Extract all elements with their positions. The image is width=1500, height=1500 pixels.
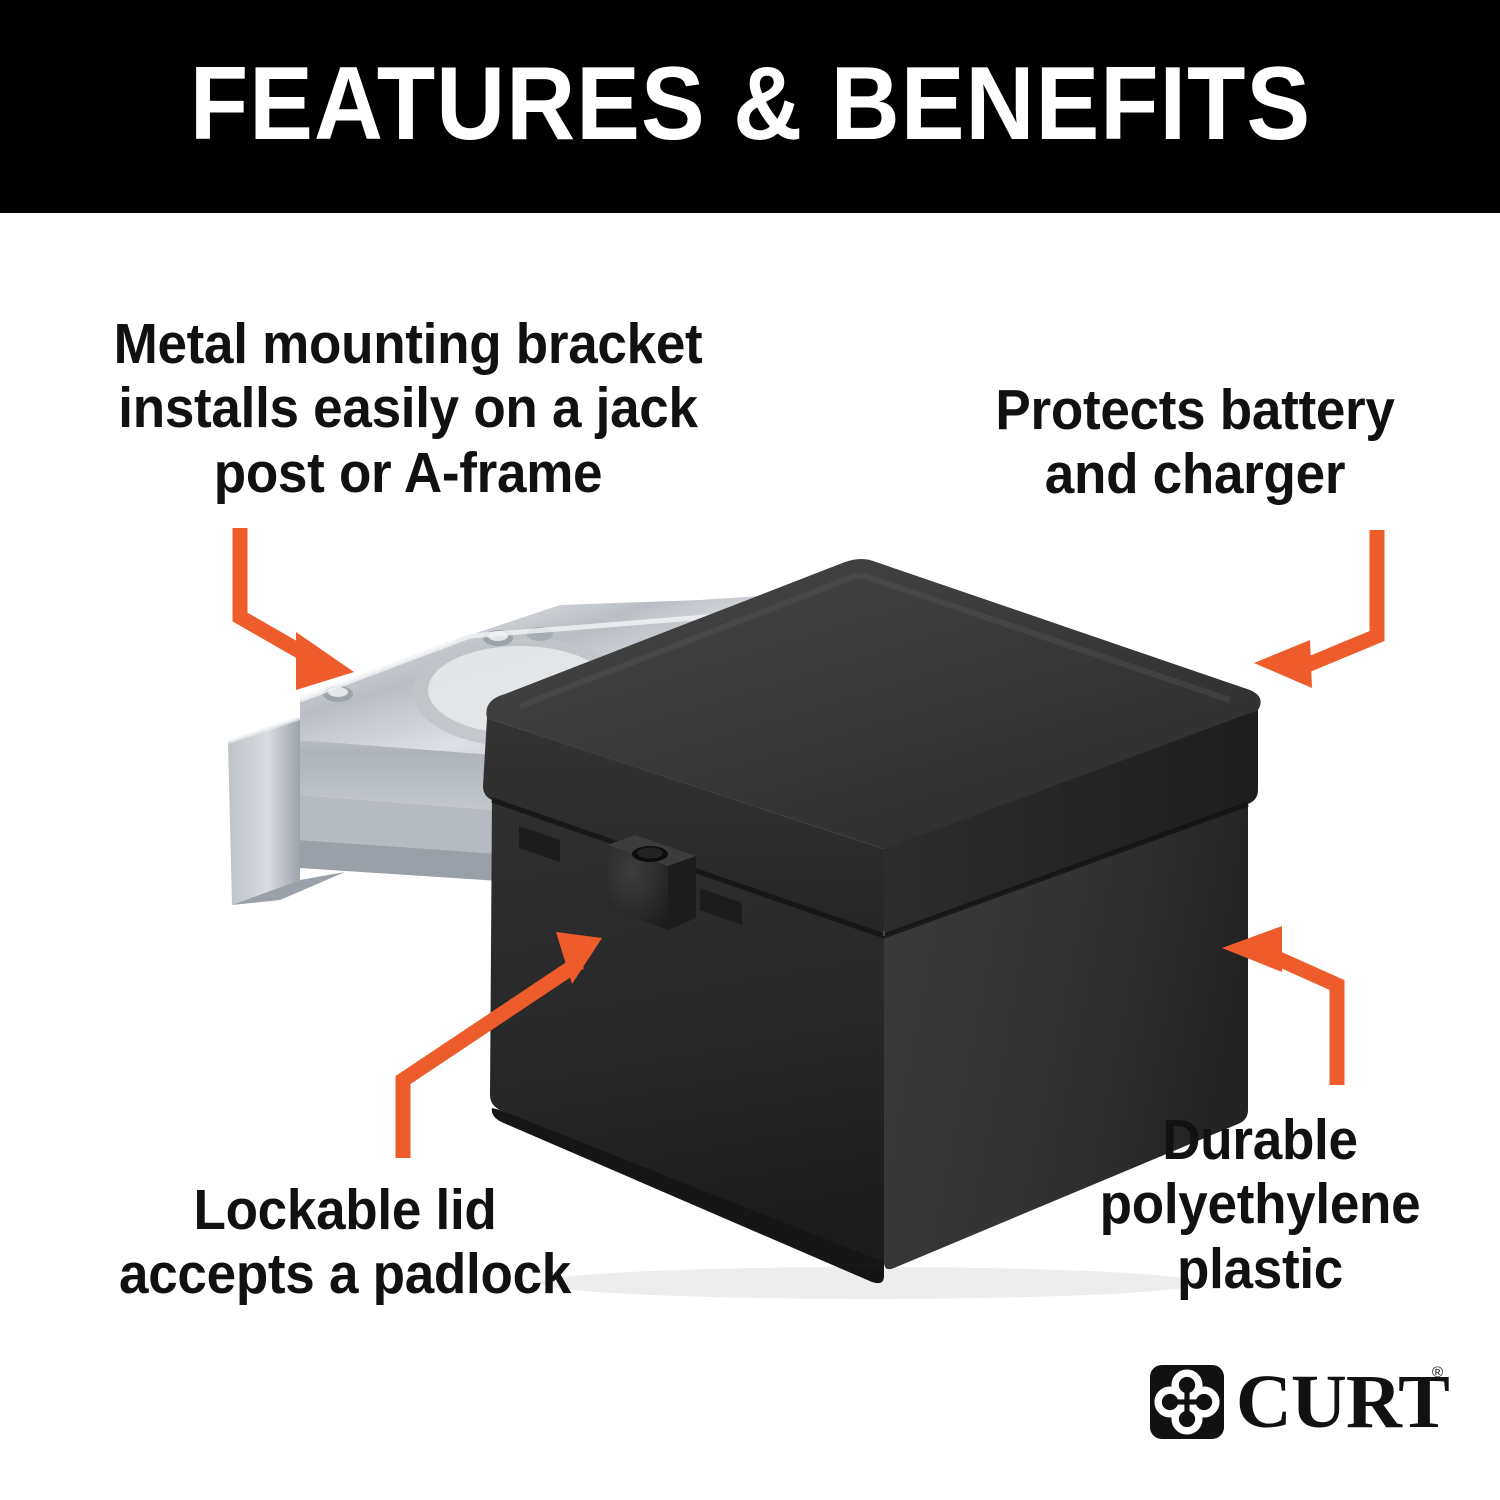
callout-metal-bracket: Metal mounting bracket installs easily o… <box>83 312 734 505</box>
callout-durable-plastic: Durable polyethylene plastic <box>1074 1108 1446 1301</box>
curt-logo: CURT <box>1150 1360 1450 1444</box>
callout-line: Durable <box>1162 1108 1358 1172</box>
curt-logo-mark-icon <box>1150 1365 1224 1439</box>
battery-box <box>483 559 1261 1299</box>
callout-line: Metal mounting bracket <box>113 312 703 376</box>
callout-line: Lockable lid <box>193 1178 497 1242</box>
page-title: FEATURES & BENEFITS <box>189 45 1311 162</box>
callout-protects-battery: Protects battery and charger <box>963 378 1428 507</box>
callout-line: accepts a padlock <box>119 1242 571 1307</box>
callout-line: installs easily on a jack <box>118 376 698 441</box>
header-bar: FEATURES & BENEFITS <box>0 0 1500 213</box>
callout-lockable-lid: Lockable lid accepts a padlock <box>71 1178 620 1307</box>
callout-line: plastic <box>1176 1236 1343 1301</box>
padlock-tab <box>607 835 696 930</box>
curt-wordmark: CURT <box>1235 1360 1450 1444</box>
callout-line: polyethylene <box>1099 1172 1421 1237</box>
registered-trademark-symbol: ® <box>1432 1364 1444 1381</box>
callout-line: Protects battery <box>995 378 1395 442</box>
callout-line: post or A-frame <box>213 440 603 505</box>
callout-line: and charger <box>1044 442 1346 507</box>
